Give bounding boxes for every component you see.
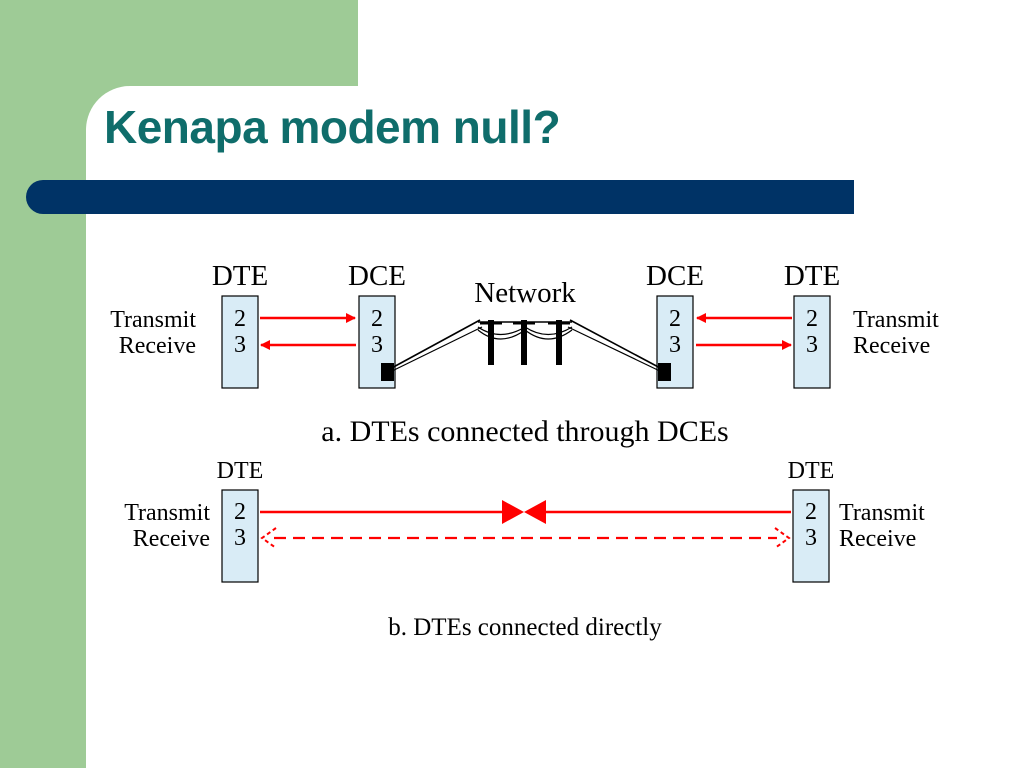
connector-left <box>381 363 394 381</box>
pin-2: 2 <box>371 306 383 332</box>
receive-arrowhead-right <box>774 527 791 549</box>
dte-left-label: DTE <box>212 260 268 292</box>
receive-left-label: Receive <box>119 333 196 359</box>
receive-left-label: Receive <box>133 526 210 552</box>
pin-2: 2 <box>234 306 246 332</box>
pin-3: 3 <box>669 332 681 358</box>
dte-right-box <box>792 489 830 583</box>
network-label: Network <box>474 277 576 309</box>
pin-3: 3 <box>234 525 246 551</box>
receive-right-label: Receive <box>839 526 916 552</box>
transmit-right-label: Transmit <box>839 500 925 526</box>
caption-b: b. DTEs connected directly <box>388 614 662 641</box>
slide-title: Kenapa modem null? <box>104 101 561 153</box>
pin-2: 2 <box>234 499 246 525</box>
dce-left-label: DCE <box>348 260 406 292</box>
diagram-a: DTE DCE Network DCE DTE Transmit Receive… <box>110 260 939 448</box>
dte-left-label: DTE <box>217 458 264 484</box>
dte-left-box <box>221 295 259 389</box>
dte-right-label: DTE <box>784 260 840 292</box>
pin-3: 3 <box>806 332 818 358</box>
pin-2: 2 <box>806 306 818 332</box>
caption-a: a. DTEs connected through DCEs <box>321 415 728 448</box>
network-telephone-poles-icon <box>387 319 665 374</box>
collision-arrow-left <box>502 500 524 524</box>
transmit-left-label: Transmit <box>110 307 196 333</box>
dce-right-label: DCE <box>646 260 704 292</box>
pin-2: 2 <box>669 306 681 332</box>
connector-right <box>658 363 671 381</box>
pin-3: 3 <box>371 332 383 358</box>
dte-left-box <box>221 489 259 583</box>
receive-arrowhead-left <box>260 527 277 549</box>
pin-3: 3 <box>805 525 817 551</box>
dte-right-box <box>793 295 831 389</box>
transmit-left-label: Transmit <box>124 500 210 526</box>
receive-right-label: Receive <box>853 333 930 359</box>
diagram-b: DTE DTE Transmit Receive Transmit Receiv… <box>124 458 925 641</box>
dte-right-label: DTE <box>788 458 835 484</box>
pin-3: 3 <box>234 332 246 358</box>
collision-arrow-right <box>524 500 546 524</box>
pin-2: 2 <box>805 499 817 525</box>
transmit-right-label: Transmit <box>853 307 939 333</box>
title-underline-bar <box>26 180 854 214</box>
